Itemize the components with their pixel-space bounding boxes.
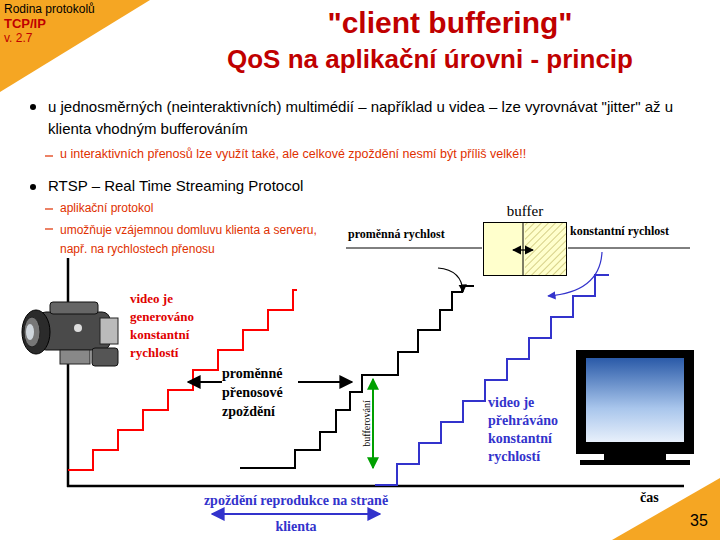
bullet-text: RTSP – Real Time Streaming Protocol: [48, 177, 648, 194]
corner-label: TCP/IP: [4, 16, 46, 31]
bullet-dash: [45, 228, 53, 229]
sub-bullet-text: umožňuje vzájemnou domluvu klienta a ser…: [60, 221, 325, 259]
axis: [67, 258, 70, 487]
tv-icon: [576, 350, 694, 465]
axis-label: čas: [640, 490, 659, 506]
camera-icon: [22, 302, 118, 366]
playback-delay-arrow: [212, 513, 380, 515]
source-note: video je generováno konstantní rychlostí: [130, 290, 226, 362]
playback-note: video je přehráváno konstantní rychlostí: [488, 394, 576, 466]
leader-line: [568, 248, 690, 249]
corner-band: [612, 478, 720, 540]
slide-subtitle: QoS na aplikační úrovni - princip: [160, 44, 700, 75]
buffer-level: [523, 223, 524, 275]
leader-arrow: [438, 268, 463, 292]
buffer-box: buffer: [483, 222, 567, 276]
node-heading: buffer: [484, 203, 566, 220]
corner-band: [0, 0, 150, 92]
corner-label: v. 2.7: [4, 31, 32, 45]
bullet-dash: [45, 155, 53, 156]
rate-label: proměnná rychlost: [348, 227, 445, 242]
bullet-dot: [30, 184, 36, 190]
level-arrow: [513, 249, 533, 250]
corner-label: Rodina protokolů: [4, 2, 95, 16]
leader-line: [346, 248, 482, 249]
bullet-dot: [30, 104, 36, 110]
played-staircase: [375, 275, 609, 485]
delay-label: proměnné přenosové zpoždění: [222, 364, 298, 421]
sub-bullet-text: u interaktivních přenosů lze využít také…: [60, 147, 710, 161]
buffer-fill: [525, 223, 566, 275]
buffer-arrow: [372, 379, 374, 468]
rate-label: konstantní rychlost: [570, 224, 669, 239]
sub-bullet-text: aplikační protokol: [60, 201, 360, 215]
slide-title: "client buffering": [200, 6, 700, 40]
buffering-label: bufferování: [361, 384, 372, 464]
bullet-dash: [45, 208, 53, 209]
page-number: 35: [690, 512, 708, 530]
buffer-fill: [484, 223, 566, 275]
delay-label: zpoždění reprodukce na straně klienta: [198, 488, 394, 540]
bullet-text: u jednosměrných (neinteraktivních) multi…: [48, 96, 708, 140]
